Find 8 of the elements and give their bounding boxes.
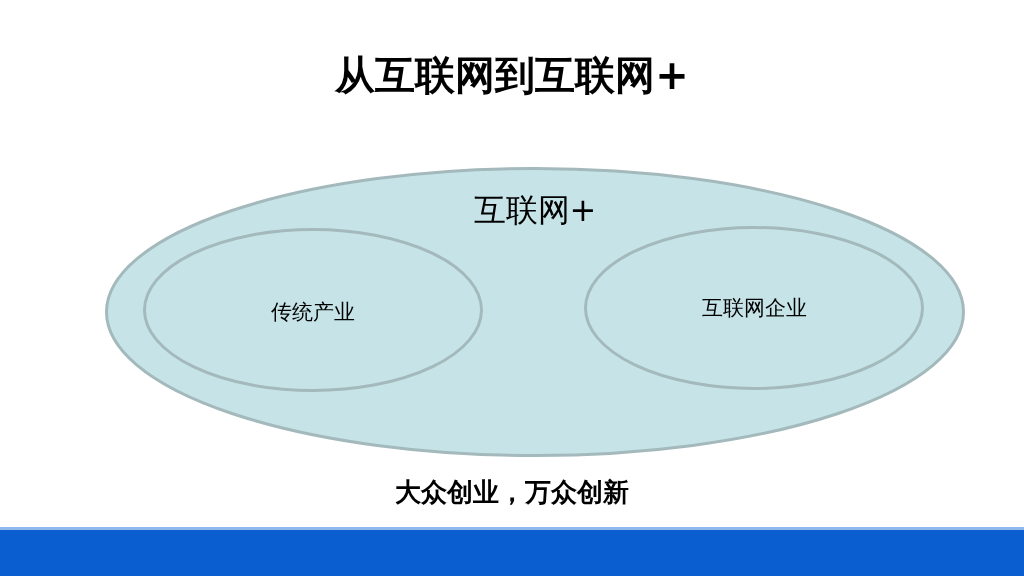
node-label: 互联网企业 [701, 295, 807, 322]
inner-ellipse [143, 228, 483, 392]
inner-ellipse [584, 226, 924, 390]
group-label: 互联网+ [473, 190, 597, 231]
caption: 大众创业，万众创新 [395, 477, 629, 507]
title: 从互联网到互联网+ [335, 52, 689, 98]
outer-ellipse [105, 167, 965, 457]
node-label: 传统产业 [271, 299, 355, 326]
